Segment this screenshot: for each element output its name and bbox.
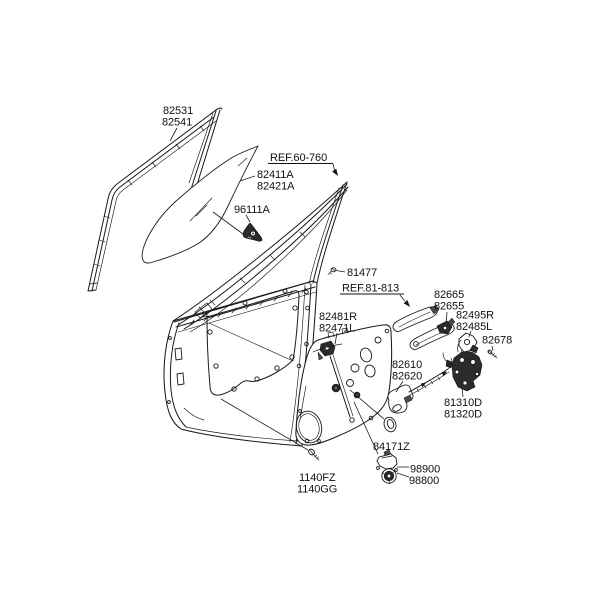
- label-glass-2: 82421A: [257, 181, 295, 193]
- label-outside-handle-1: 82665: [434, 289, 464, 301]
- label-corner-cover: 96111A: [234, 204, 270, 216]
- label-mount-bolt-1: 1140FZ: [299, 472, 336, 484]
- label-mount-bolt-2: 1140GG: [297, 484, 337, 496]
- label-module-panel-1: 82481R: [319, 311, 357, 323]
- module-panel: [295, 324, 393, 446]
- label-screw-81477: 81477: [347, 267, 377, 279]
- label-handle-base-1: 82610: [392, 359, 422, 371]
- handle-base-and-cable: [387, 357, 453, 414]
- label-screw-82678: 82678: [482, 335, 512, 347]
- label-motor-1: 98900: [410, 464, 440, 476]
- corner-cover: [242, 222, 263, 242]
- label-handle-bracket-2: 82485L: [456, 321, 492, 333]
- label-ref-60-760: REF.60-760: [270, 152, 327, 164]
- door-glass: [141, 145, 259, 264]
- part-labels: 82531 82541 REF.60-760 82411A 82421A 961…: [162, 105, 512, 496]
- label-motor-2: 98800: [409, 475, 439, 487]
- screw-82678: [487, 349, 498, 359]
- exploded-view-connectors: [220, 389, 385, 455]
- mount-bolt: [308, 448, 320, 461]
- door-latch: [442, 344, 483, 392]
- label-ref-81-813: REF.81-813: [342, 283, 399, 295]
- grommet: [383, 416, 397, 433]
- leader-lines: [169, 127, 494, 478]
- label-module-panel-2: 82471L: [319, 323, 355, 335]
- label-outside-handle-2: 82655: [434, 301, 464, 313]
- label-handle-base-2: 82620: [392, 371, 422, 383]
- label-latch-1: 81310D: [444, 397, 482, 409]
- window-run-channel: [87, 107, 223, 292]
- label-latch-2: 81320D: [444, 409, 482, 421]
- label-window-run-1: 82531: [163, 105, 193, 117]
- label-grommet: 84171Z: [373, 441, 410, 453]
- label-glass-1: 82411A: [257, 169, 294, 181]
- label-window-run-2: 82541: [162, 117, 192, 129]
- screw-81477: [327, 267, 337, 275]
- outside-handle: [392, 304, 456, 351]
- window-motor: [376, 449, 398, 485]
- label-handle-bracket-1: 82495R: [456, 310, 494, 322]
